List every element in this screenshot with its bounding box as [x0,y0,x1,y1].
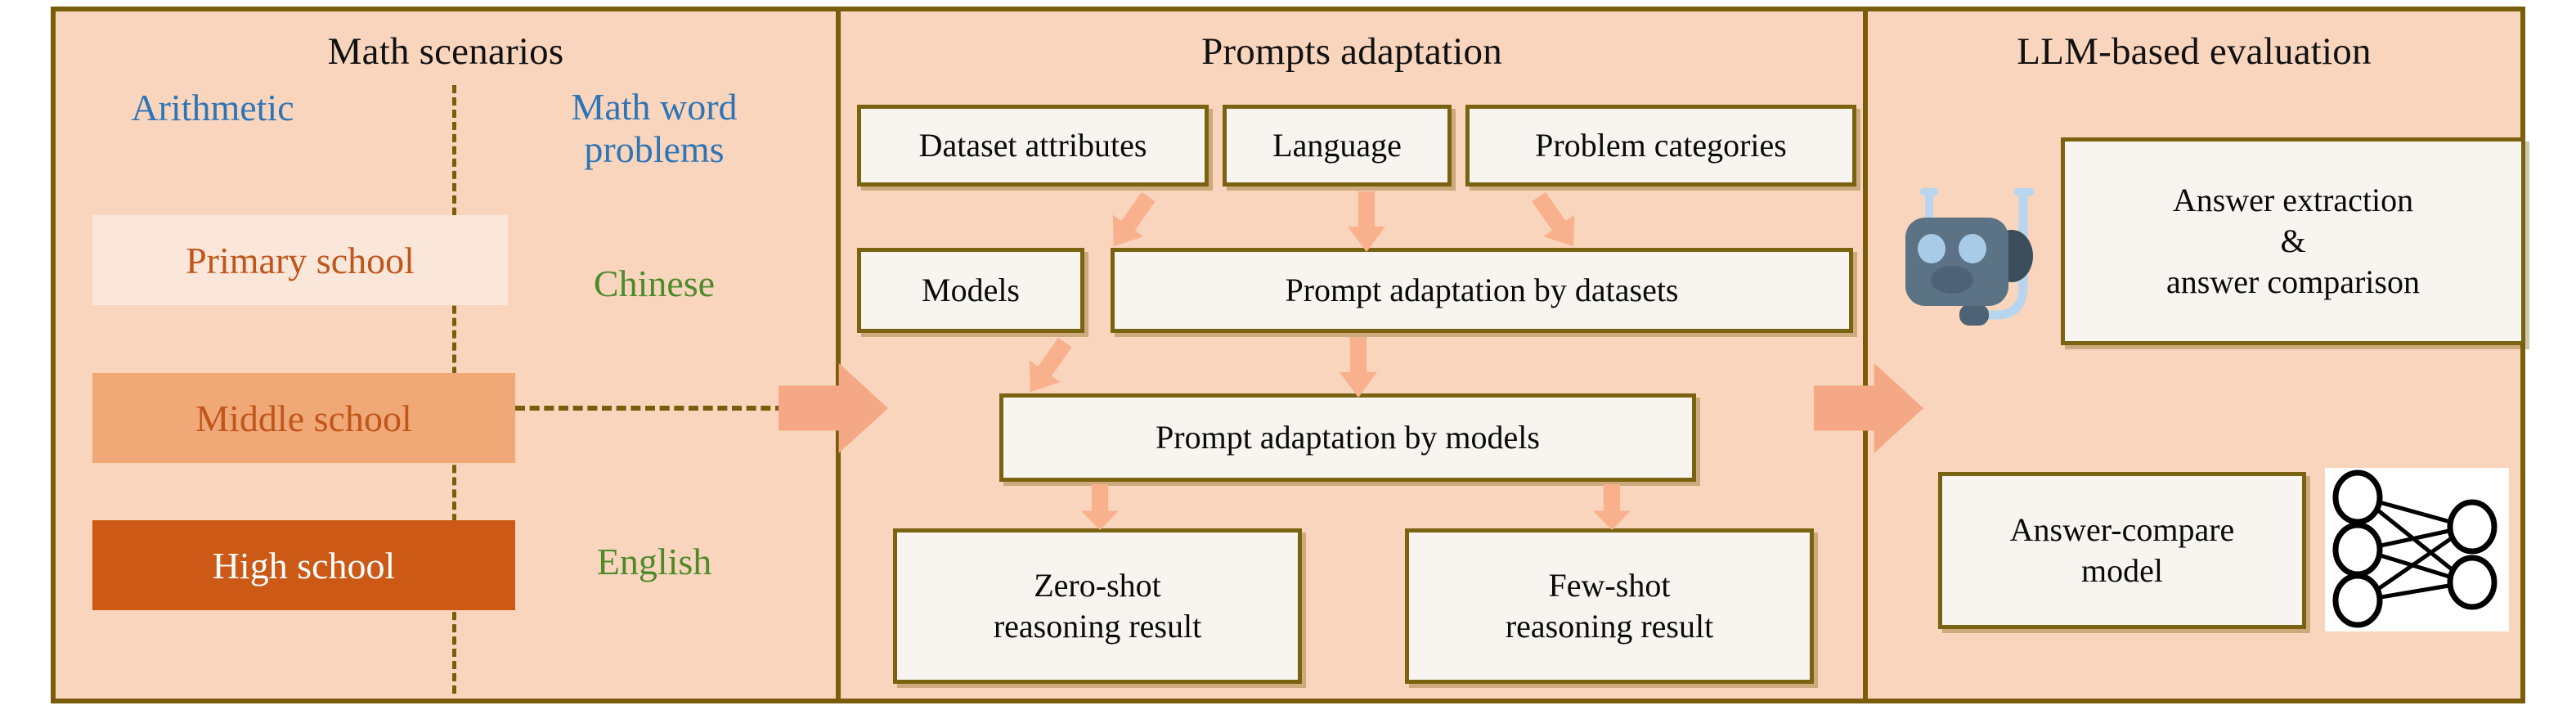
answer-compare-line2: model [2081,552,2163,589]
label-math-word-problems-line2: problems [584,128,725,170]
level-box-high-school: High school [92,520,515,610]
label-math-word-problems-line1: Math word [571,86,738,128]
horizontal-dashed-connector [515,406,785,411]
box-few-shot-reasoning-result: Few-shot reasoning result [1405,528,1814,684]
box-prompt-adaptation-by-datasets: Prompt adaptation by datasets [1111,248,1853,333]
robot-icon [1905,188,2034,326]
few-shot-line2: reasoning result [1505,608,1714,645]
box-models: Models [857,248,1084,333]
few-shot-line1: Few-shot [1548,567,1671,604]
box-prompt-adaptation-by-models: Prompt adaptation by models [999,393,1696,482]
answer-extraction-line2: & [2280,222,2306,259]
zero-shot-line2: reasoning result [993,608,1202,645]
label-math-word-problems: Math word problems [532,86,777,170]
panel-title-prompts-adaptation: Prompts adaptation [1201,30,1502,73]
neural-network-icon [2325,468,2509,631]
level-box-primary-school: Primary school [92,215,508,305]
box-answer-compare-model: Answer-compare model [1938,472,2306,629]
panel-title-llm-based-evaluation: LLM-based evaluation [2017,30,2372,73]
label-arithmetic: Arithmetic [131,87,294,128]
level-box-middle-school: Middle school [92,373,515,463]
answer-compare-line1: Answer-compare [2009,511,2235,548]
box-language: Language [1223,105,1452,186]
label-english: English [596,541,712,582]
box-zero-shot-reasoning-result: Zero-shot reasoning result [893,528,1302,684]
panel-title-math-scenarios: Math scenarios [327,30,564,73]
answer-extraction-line3: answer comparison [2166,263,2420,300]
box-problem-categories: Problem categories [1465,105,1856,186]
box-dataset-attributes: Dataset attributes [857,105,1209,186]
box-answer-extraction-and-comparison: Answer extraction & answer comparison [2061,137,2525,345]
zero-shot-line1: Zero-shot [1034,567,1161,604]
answer-extraction-line1: Answer extraction [2172,182,2414,218]
label-chinese: Chinese [593,263,716,304]
